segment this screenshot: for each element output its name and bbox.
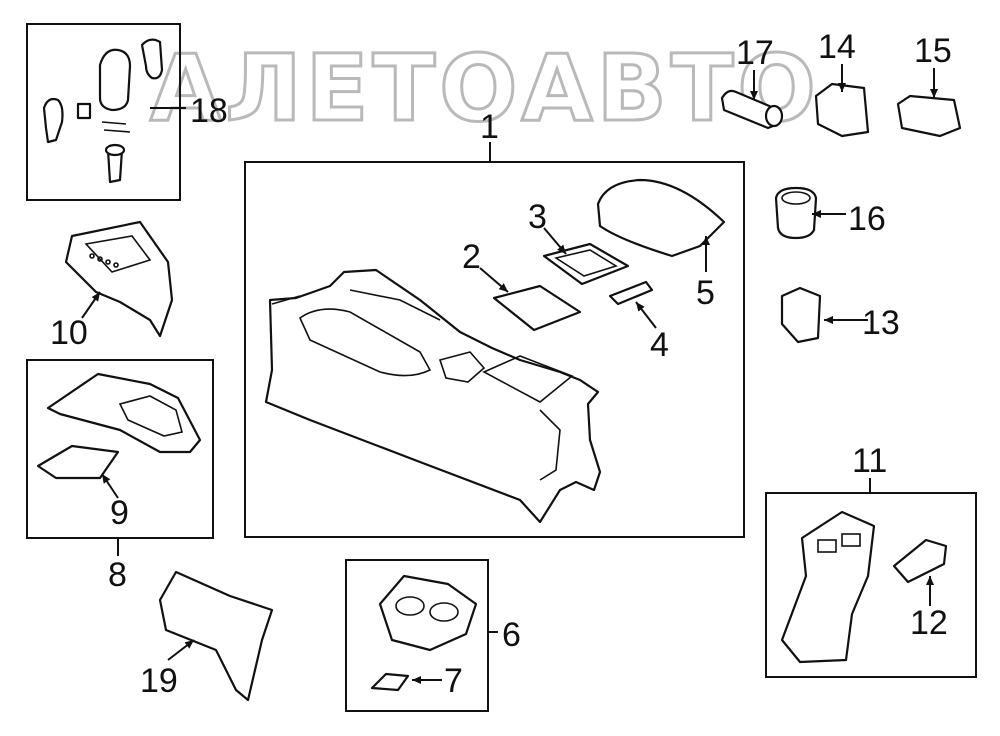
box-part-18 <box>26 23 181 201</box>
callout-5: 5 <box>696 274 715 312</box>
box-part-1 <box>244 161 745 538</box>
box-part-8 <box>26 359 214 539</box>
cup-holder-6 <box>378 574 478 652</box>
tray-3 <box>542 242 630 286</box>
callout-9: 9 <box>110 494 129 532</box>
callout-17: 17 <box>736 34 774 72</box>
callout-11: 11 <box>852 442 887 480</box>
shift-knob-parts <box>42 38 164 184</box>
power-socket-16 <box>774 186 818 240</box>
callout-15: 15 <box>914 32 952 70</box>
console-panel-assembly <box>36 372 202 480</box>
callout-10: 10 <box>50 314 88 352</box>
leader-lines <box>81 64 938 684</box>
callout-8: 8 <box>108 556 127 594</box>
callout-16: 16 <box>848 200 886 238</box>
callout-2: 2 <box>462 238 481 276</box>
cigarette-lighter-17 <box>720 89 784 130</box>
console-mat-2 <box>492 284 582 332</box>
gear-selector-trim <box>64 220 174 338</box>
usb-port-13 <box>780 286 822 344</box>
switch-15 <box>896 94 962 138</box>
box-part-6 <box>345 559 489 712</box>
clip-4 <box>608 280 654 306</box>
callout-6: 6 <box>502 616 521 654</box>
rear-panel-11 <box>780 510 876 664</box>
callout-19: 19 <box>140 662 178 700</box>
callout-1: 1 <box>480 108 499 146</box>
switch-14 <box>814 82 870 138</box>
callout-labels: 1 2 3 4 5 6 7 8 9 10 11 12 13 14 15 16 1… <box>50 28 952 700</box>
callout-14: 14 <box>818 28 856 66</box>
center-console <box>264 268 602 524</box>
callout-7: 7 <box>444 662 463 700</box>
callout-18: 18 <box>190 92 228 130</box>
insert-7 <box>370 672 410 692</box>
watermark: АЛЕТОАВТО <box>150 35 820 142</box>
armrest-lid-5 <box>596 178 726 258</box>
callout-12: 12 <box>910 604 948 642</box>
vent-12 <box>892 538 948 584</box>
callout-13: 13 <box>862 304 900 342</box>
callout-3: 3 <box>528 198 547 236</box>
callout-4: 4 <box>650 326 669 364</box>
